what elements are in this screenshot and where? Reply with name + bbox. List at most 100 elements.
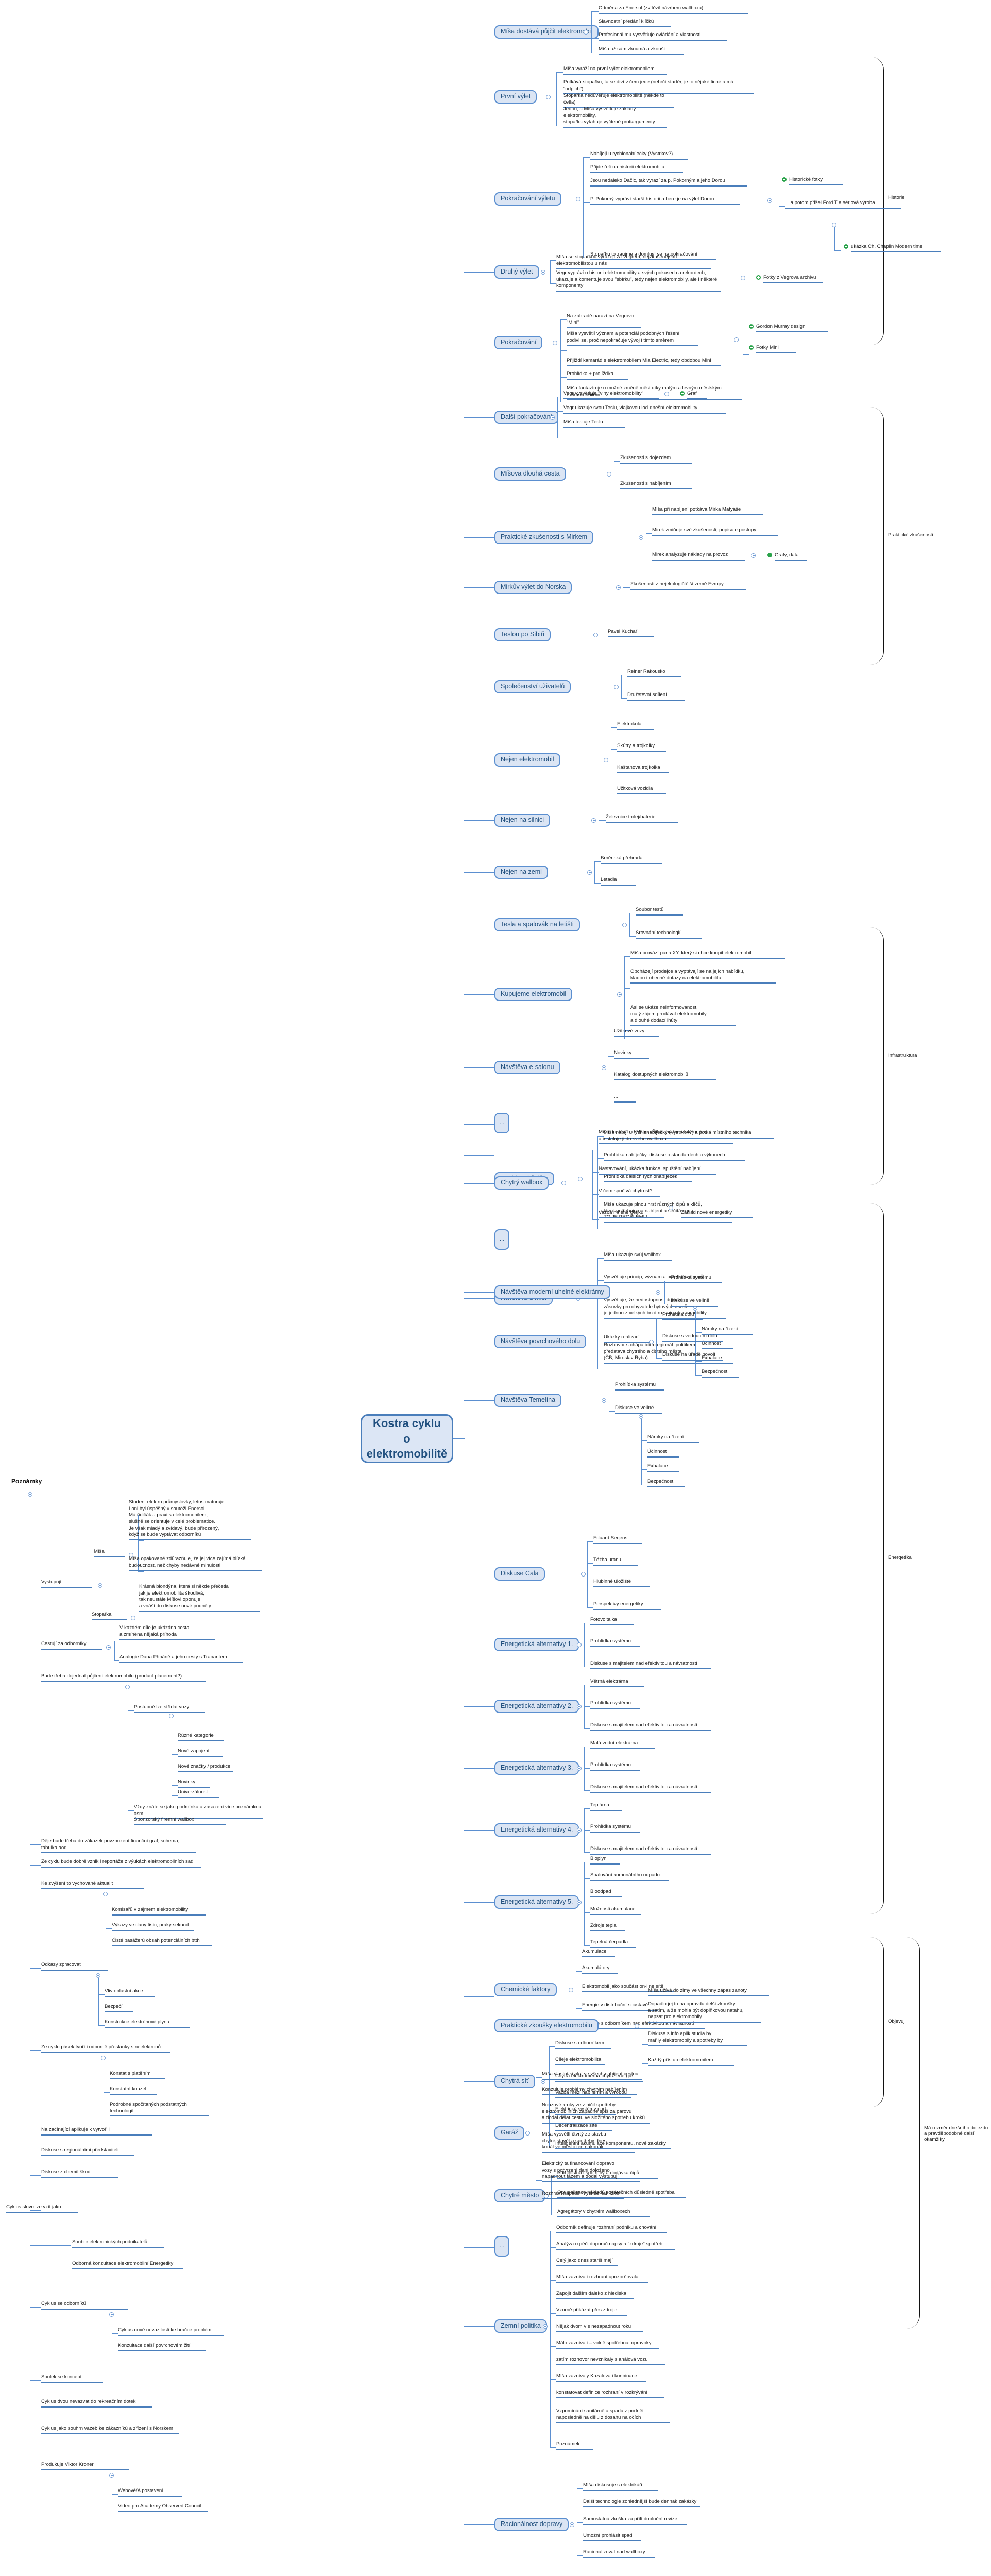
- leaf-item[interactable]: Míša užívá do zimy ve všechny zápas zano…: [648, 1988, 769, 1996]
- leaf-item[interactable]: Konzuluje problémy chytrým nabíjením: [542, 2087, 637, 2095]
- notes-leaf[interactable]: Míša opakovaně zdůrazňuje, že jej více z…: [129, 1556, 262, 1571]
- leaf-item[interactable]: Fotovoltaika: [590, 1617, 634, 1625]
- leaf-item[interactable]: Zkušenosti s nabíjením: [620, 481, 692, 489]
- leaf-item[interactable]: Míša vlastní si plní ve všech nabíjení c…: [542, 2071, 642, 2080]
- collapse-toggle[interactable]: [734, 337, 739, 342]
- notes-item-13[interactable]: Odborná konzultace elektromobilní Energe…: [72, 2261, 183, 2269]
- notes-item-15[interactable]: Spolek se koncept: [41, 2374, 103, 2383]
- collapse-toggle[interactable]: [622, 923, 627, 927]
- leaf-item[interactable]: Diskuse s majitelem nad efektivitou a ná…: [590, 1846, 711, 1855]
- branch-node-misova-dlouha-cesta[interactable]: Míšova dlouhá cesta: [494, 467, 566, 481]
- notes-leaf[interactable]: Konstat s platěním: [110, 2071, 165, 2079]
- leaf-item[interactable]: Graf: [687, 391, 707, 399]
- collapse-toggle[interactable]: [656, 1290, 660, 1295]
- leaf-item[interactable]: Nabíjejí u rychlonabíječky (Vystrkov?): [590, 151, 688, 160]
- leaf-item[interactable]: Stopařka nedůvěřuje elektromobilitě (něk…: [563, 93, 674, 108]
- branch-node-energeticka-alt-1[interactable]: Energetická alternativy 1.: [494, 1638, 579, 1651]
- collapse-toggle[interactable]: [109, 2473, 114, 2478]
- leaf-item[interactable]: Diskuse ve velíně: [615, 1405, 662, 1414]
- branch-node-prvni-vylet[interactable]: První výlet: [494, 90, 537, 104]
- leaf-item[interactable]: Akumulace: [582, 1948, 615, 1957]
- branch-node-nejen-elektromobil[interactable]: Nejen elektromobil: [494, 753, 560, 767]
- collapse-toggle[interactable]: [553, 341, 557, 345]
- leaf-item[interactable]: Jedou, a Míša vysvětluje základy elektro…: [563, 106, 667, 128]
- notes-collapse-toggle[interactable]: [28, 1492, 32, 1497]
- branch-node-teslou-po-sibiri[interactable]: Teslou po Sibiři: [494, 628, 551, 641]
- leaf-item[interactable]: Diskuse s majitelem nad efektivitou a ná…: [590, 1784, 711, 1793]
- notes-leaf[interactable]: Bezpečí: [105, 2004, 133, 2012]
- notes-leaf[interactable]: Komisařů v zájmem elektromobility: [112, 1907, 206, 1916]
- leaf-item[interactable]: Železnice trolej/baterie: [606, 814, 678, 823]
- leaf-item[interactable]: Fotky Mini: [756, 345, 796, 353]
- leaf-item[interactable]: Katalog dostupných elektromobilů: [614, 1072, 716, 1080]
- collapse-toggle[interactable]: [741, 276, 745, 280]
- branch-node-spolecenstvi[interactable]: Společenství uživatelů: [494, 680, 571, 693]
- leaf-item[interactable]: Eduard Seqens: [593, 1535, 642, 1544]
- collapse-toggle[interactable]: [639, 1414, 643, 1419]
- leaf-item[interactable]: Diskuse s odborníkem: [555, 2040, 611, 2049]
- branch-node-prakticke-zkusenosti[interactable]: Praktické zkušenosti s Mirkem: [494, 531, 594, 544]
- leaf-item[interactable]: Analýza o péči doporuč napsy a "zdroje" …: [556, 2241, 675, 2250]
- leaf-item[interactable]: Míša vyráží na první výlet elektromobile…: [563, 66, 667, 75]
- leaf-item[interactable]: Profesionál mu vysvětluje ovládání a vla…: [599, 32, 727, 41]
- notes-leaf[interactable]: Nové zapojení: [178, 1748, 223, 1757]
- collapse-toggle[interactable]: [577, 1828, 582, 1833]
- notes-leaf[interactable]: Video pro Academy Observed Council: [118, 2503, 208, 2512]
- leaf-item[interactable]: Prohlídka systému: [671, 1275, 720, 1283]
- collapse-toggle[interactable]: [546, 95, 551, 99]
- leaf-item[interactable]: Mirek analyzuje náklady na provoz: [652, 552, 745, 561]
- notes-item-3[interactable]: Děje bude třeba do zákazek povzbuzení fi…: [41, 1838, 196, 1854]
- leaf-item[interactable]: Vysvětluje princip, význam a pořebu wall…: [604, 1274, 722, 1283]
- branch-node-misa-dostava[interactable]: Míša dostává půjčit elektromobil: [494, 25, 599, 39]
- leaf-item[interactable]: Obcházejí prodejce a vyptávají se na jej…: [630, 969, 776, 984]
- collapse-toggle[interactable]: [767, 198, 772, 203]
- leaf-item[interactable]: Vegr vypráví o historii elektromobility …: [556, 270, 721, 292]
- collapse-toggle[interactable]: [550, 415, 555, 420]
- central-topic[interactable]: Kostra cyklu o elektromobilitě: [361, 1414, 453, 1463]
- collapse-toggle[interactable]: [561, 1181, 566, 1185]
- leaf-item[interactable]: Hlubinné úložiště: [593, 1579, 650, 1587]
- leaf-item[interactable]: Celý jako dnes starší mají: [556, 2258, 618, 2266]
- leaf-item[interactable]: Srovnání technologií: [636, 930, 702, 939]
- leaf-item[interactable]: ... a potom přišel Ford T a sériová výro…: [785, 200, 901, 209]
- notes-leaf[interactable]: Cyklus nové nevazilosti ke hračce problé…: [118, 2327, 224, 2336]
- notes-item-18[interactable]: Produkuje Viktor Kroner: [41, 2462, 129, 2470]
- notes-leaf[interactable]: Čisté pasážerů obsah potenciálních btth: [112, 1938, 212, 1946]
- leaf-item[interactable]: Zapojit dalším daleko z hlediska: [556, 2291, 634, 2299]
- leaf-item[interactable]: Málo zaznívají – volně spotřebnat opravo…: [556, 2340, 659, 2349]
- leaf-item[interactable]: Nouzové kroky ze z ničit spotřeby elektr…: [542, 2102, 650, 2124]
- notes-leaf[interactable]: Student elektro průmyslovky, letos matur…: [129, 1499, 251, 1540]
- branch-node-uhelna-elektrarna[interactable]: Návštěva moderní uhelné elektrárny: [494, 1285, 610, 1299]
- branch-node-kupujeme[interactable]: Kupujeme elektromobil: [494, 988, 573, 1001]
- leaf-item[interactable]: Míša vysvětlí význam a potenciál podobný…: [567, 331, 698, 346]
- leaf-item[interactable]: Mirek zmiňuje své zkušenosti, popisuje p…: [652, 527, 778, 536]
- leaf-item[interactable]: Asi se ukáže neinformovanost, malý zájem…: [630, 1005, 736, 1026]
- leaf-item[interactable]: Míša se stopařkou vyrážejí za Vegrem, ne…: [556, 254, 711, 269]
- collapse-toggle[interactable]: [693, 1306, 697, 1311]
- leaf-item[interactable]: Spalování komunálního odpadu: [590, 1872, 669, 1881]
- leaf-item[interactable]: Vazba na energetiku: [599, 1210, 664, 1218]
- collapse-toggle[interactable]: [125, 1685, 130, 1689]
- leaf-item[interactable]: Elektromobil jako součást on-line sítě: [582, 1984, 674, 1992]
- collapse-toggle[interactable]: [98, 1583, 102, 1588]
- leaf-item[interactable]: Diskuse s info aplik studia by mařily el…: [648, 2031, 747, 2046]
- leaf-item[interactable]: Míša diskusuje s elektrikáři: [583, 2482, 658, 2491]
- collapse-toggle[interactable]: [106, 1645, 111, 1650]
- notes-leaf[interactable]: Podrobné spočítaných podstatných technol…: [110, 2102, 209, 2117]
- collapse-toggle[interactable]: [544, 2194, 549, 2198]
- branch-node-navsteva-esalonu[interactable]: Návštěva e-salonu: [494, 1061, 560, 1074]
- collapse-toggle[interactable]: [617, 992, 622, 997]
- leaf-item[interactable]: Účinnost: [647, 1449, 679, 1458]
- leaf-item[interactable]: Bezpečnost: [702, 1369, 739, 1378]
- collapse-toggle[interactable]: [96, 1973, 100, 1978]
- leaf-item[interactable]: Kaštanova trojkolka: [617, 765, 669, 773]
- collapse-toggle[interactable]: [578, 1177, 583, 1181]
- leaf-item[interactable]: Letadla: [601, 877, 636, 886]
- branch-node-tesla-spalovak[interactable]: Tesla a spalovák na letišti: [494, 918, 580, 931]
- notes-leaf[interactable]: Sponzorský firemní wallbox: [134, 1817, 226, 1825]
- collapse-toggle[interactable]: [751, 553, 756, 558]
- leaf-item[interactable]: Grafy, data: [775, 552, 807, 561]
- leaf-item[interactable]: Míša při nabíjení potkává Mirka Matyáše: [652, 506, 763, 515]
- collapse-toggle[interactable]: [169, 1714, 174, 1718]
- leaf-item[interactable]: Vzpomínání sanitárně a spadu z podnět na…: [556, 2408, 670, 2424]
